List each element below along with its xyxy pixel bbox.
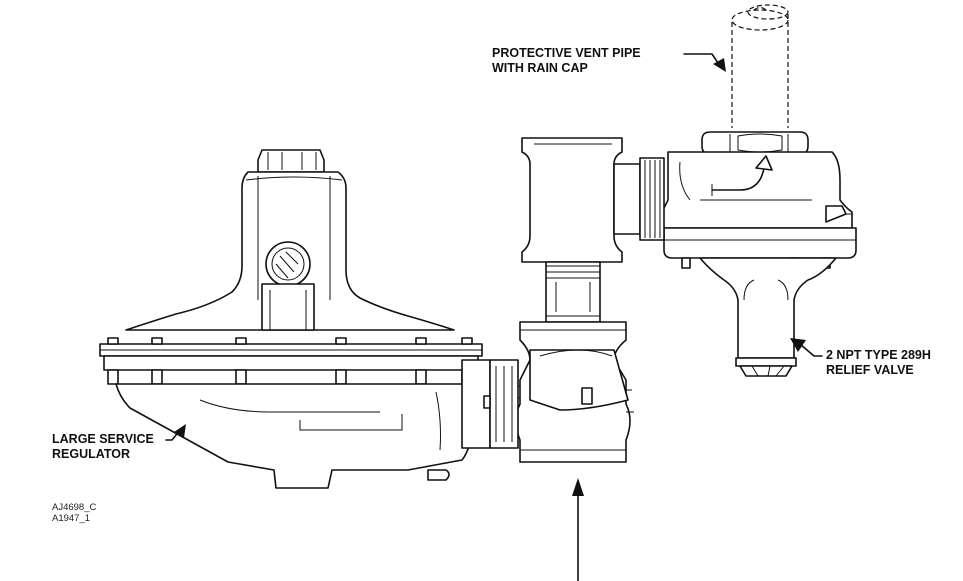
drawing-code-2: A1947_1 — [52, 513, 91, 524]
drawing-codes: AJ4698_C A1947_1 — [52, 502, 96, 524]
tee-fitting — [521, 137, 665, 323]
regulator-label: LARGE SERVICE REGULATOR — [52, 432, 154, 462]
service-regulator — [99, 149, 519, 489]
vent-pipe-label-line2: WITH RAIN CAP — [492, 61, 588, 75]
inlet-flow-arrow — [572, 478, 584, 581]
relief-valve-label-line2: RELIEF VALVE — [826, 363, 914, 377]
vent-pipe-label-line1: PROTECTIVE VENT PIPE — [492, 46, 641, 60]
inlet-body — [512, 321, 634, 463]
drawing-code-1: AJ4698_C — [52, 502, 97, 513]
relief-valve-label-line1: 2 NPT TYPE 289H — [826, 348, 931, 362]
relief-valve — [657, 131, 857, 377]
vent-pipe-label: PROTECTIVE VENT PIPE WITH RAIN CAP — [492, 46, 641, 76]
leader-lines — [165, 53, 823, 441]
regulator-label-line2: REGULATOR — [52, 447, 131, 461]
regulator-label-line1: LARGE SERVICE — [52, 432, 154, 446]
vent-pipe — [731, 4, 789, 128]
relief-valve-label: 2 NPT TYPE 289H RELIEF VALVE — [826, 348, 931, 378]
